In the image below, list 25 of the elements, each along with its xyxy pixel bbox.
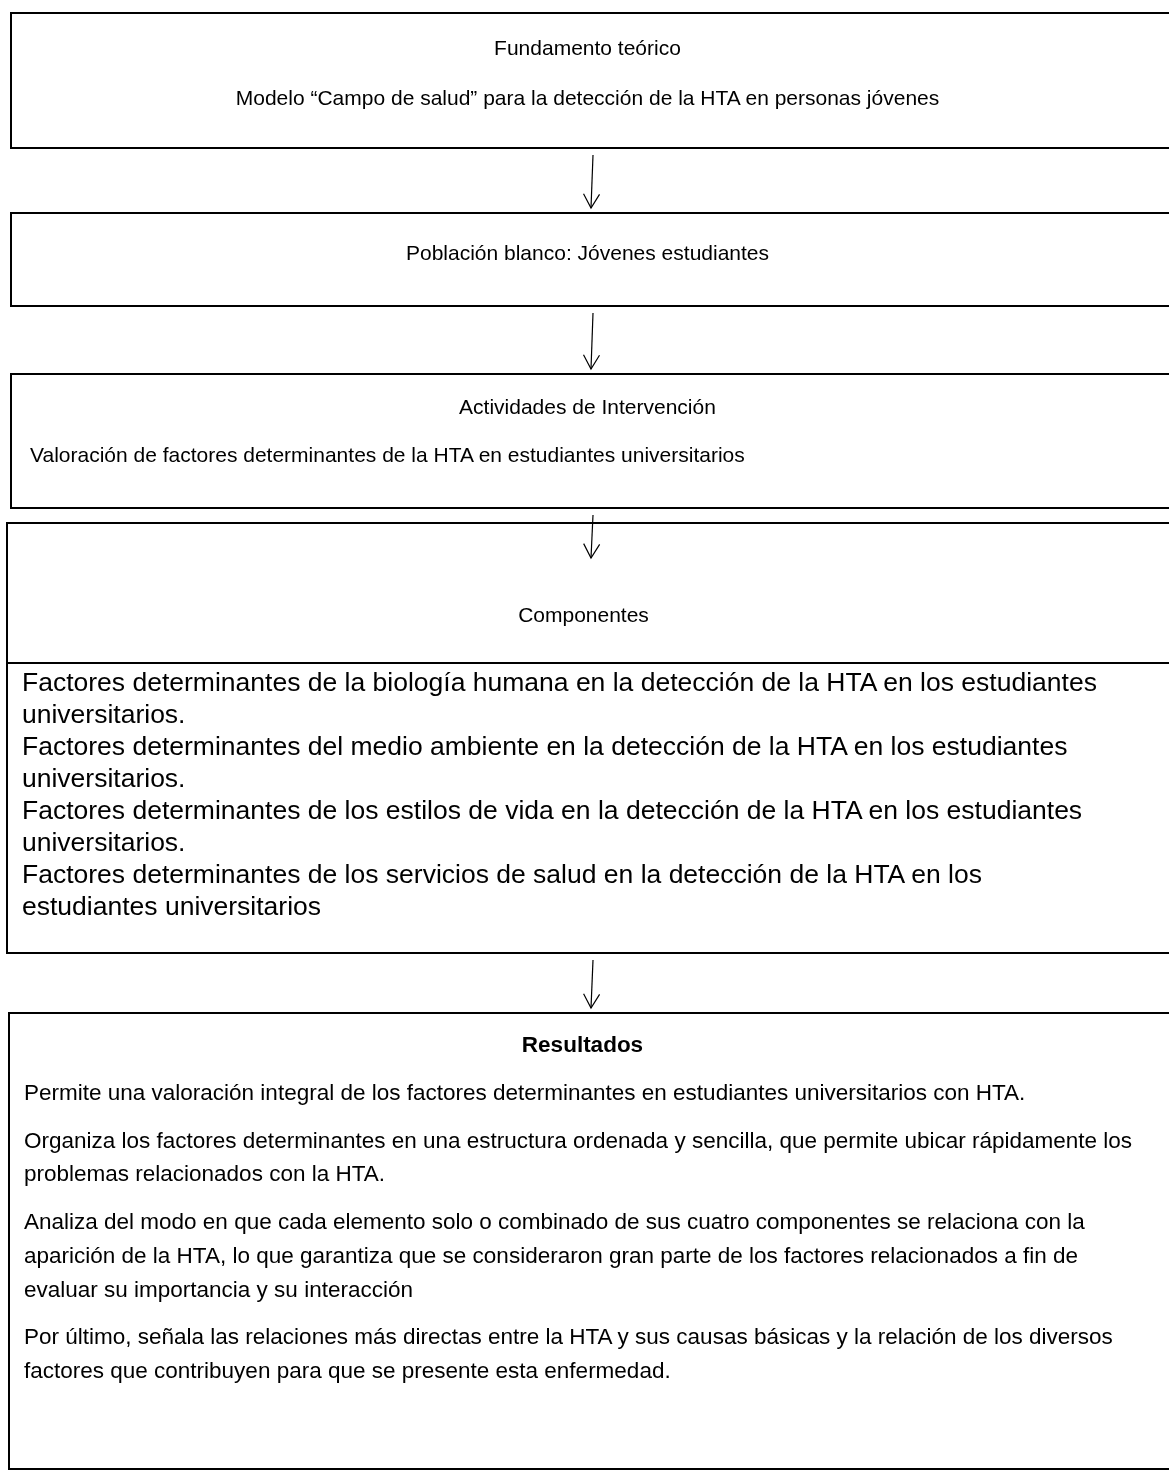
- box-heading: Resultados: [520, 1031, 645, 1059]
- box-heading: Fundamento teórico: [494, 36, 681, 59]
- arrow: [582, 312, 601, 370]
- process-box: [10, 373, 1169, 509]
- component-item: Factores determinantes de la biología humana en la detección de la HTA en los estudiantes universitarios.: [22, 666, 1098, 731]
- box-text: Valoración de factores determinantes de la HTA en estudiantes universitarios: [30, 443, 745, 466]
- box-text: Componentes: [518, 603, 649, 626]
- box-text: Población blanco: Jóvenes estudiantes: [405, 241, 770, 264]
- arrow: [583, 959, 601, 1009]
- component-item: Factores determinantes de los servicios de salud en la detección de la HTA en los estudiantes universitarios: [22, 858, 983, 923]
- component-item: Factores determinantes de los estilos de vida en la detección de la HTA en los estudiantes universitarios.: [22, 794, 1084, 859]
- box-text: Modelo “Campo de salud” para la detección de la HTA en personas jóvenes: [235, 86, 940, 109]
- arrow: [582, 154, 601, 209]
- process-box: [10, 212, 1169, 307]
- result-paragraph: Por último, señala las relaciones más directas entre la HTA y sus causas básicas y la relación de los diversos factores que contribuyen para que se presente esta enfermedad.: [24, 1323, 1114, 1385]
- process-box: [6, 522, 1169, 664]
- result-paragraph: Organiza los factores determinantes en una estructura ordenada y sencilla, que permite ubicar rápidamente los problemas relacionados con la HTA.: [24, 1126, 1134, 1189]
- component-item: Factores determinantes del medio ambiente en la detección de la HTA en los estudiantes universitarios.: [22, 730, 1069, 795]
- result-paragraph: Analiza del modo en que cada elemento solo o combinado de sus cuatro componentes se relaciona con la aparición de la HTA, lo que garantiza que se consideraron gran parte de los factores relacionados a fin de evaluar su importancia y su interacción: [24, 1208, 1086, 1304]
- result-paragraph: Permite una valoración integral de los factores determinantes en estudiantes universitarios con HTA.: [24, 1078, 1027, 1107]
- box-heading: Actividades de Intervención: [459, 395, 716, 418]
- arrow: [583, 514, 601, 559]
- process-box: [10, 12, 1169, 149]
- process-box: [6, 662, 1169, 954]
- process-box: [8, 1012, 1169, 1470]
